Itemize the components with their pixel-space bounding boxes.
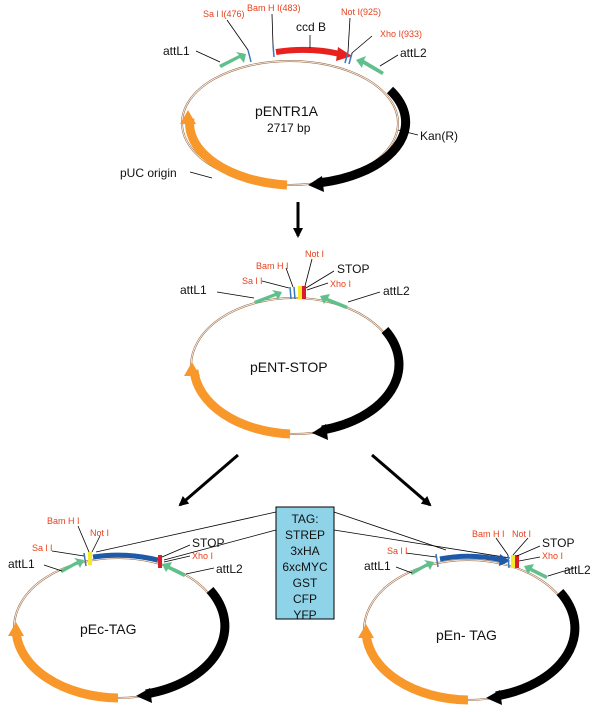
kan-segment — [495, 589, 580, 701]
ori-arrowhead — [358, 624, 374, 638]
tag-orf-segment — [92, 552, 159, 563]
site-bamhi-label: Bam H I — [47, 516, 80, 526]
tag-orf-arrowhead — [499, 554, 510, 566]
plasmid-name: pEn- TAG — [436, 627, 497, 643]
attL1-arrow — [410, 560, 434, 575]
site-bamhi-label: Bam H I — [256, 261, 289, 271]
attL1-label: attL1 — [364, 559, 391, 573]
site-xhoi-label: Xho I — [192, 551, 213, 561]
site-xhoi-label: Xho I — [330, 279, 351, 289]
site-bamhi-label: Bam H I — [472, 529, 505, 539]
ccdB-label: ccd B — [296, 20, 326, 34]
ccdB-arrowhead — [336, 47, 352, 61]
plasmid-name: pEc-TAG — [80, 621, 137, 637]
tag-box-frame — [275, 506, 335, 620]
step-arrow-left — [178, 453, 239, 507]
tag-item: CFP — [293, 592, 317, 606]
attL2-arrow — [524, 564, 548, 579]
stop-label: STOP — [337, 262, 369, 276]
plasmid-pec-tag: Sa l I Bam H I Not I Xho I STOP attL1 at… — [8, 516, 243, 703]
site-sall-label: Sa l I — [387, 546, 408, 556]
stop-label: STOP — [542, 536, 574, 550]
tag-item: STREP — [285, 528, 325, 542]
plasmid-pentr1a: Sa l I(476) Bam H I(483) Not I(925) Xho … — [120, 3, 458, 192]
attL1-label: attL1 — [163, 44, 190, 58]
site-noti-label: Not I — [305, 249, 324, 259]
kan-label: Kan(R) — [420, 129, 458, 143]
sall-tick — [247, 49, 252, 63]
pUC-origin-segment — [361, 631, 469, 705]
ori-label: pUC origin — [120, 166, 177, 180]
tag-item: 6xcMYC — [282, 560, 328, 574]
ccdB-segment — [275, 46, 341, 57]
pUC-origin-segment — [189, 369, 291, 439]
kan-arrowhead — [136, 688, 152, 703]
attL1-label: attL1 — [180, 283, 207, 297]
bamhi-tick — [272, 44, 275, 58]
attL2-arrow — [162, 562, 186, 577]
site-noti-label: Not I — [512, 529, 531, 539]
tag-item: GST — [293, 576, 318, 590]
site-noti-label: Not I — [90, 528, 109, 538]
attL2-label: attL2 — [383, 284, 410, 298]
attL2-label: attL2 — [564, 563, 591, 577]
attL2-arrow — [320, 294, 348, 309]
site-sall-label: Sa l I(476) — [203, 9, 245, 19]
step-arrow-right — [371, 453, 432, 507]
stop-label: STOP — [192, 536, 224, 550]
site-xhoi-label: Xho I(933) — [380, 29, 422, 39]
site-sall-label: Sa l I — [32, 543, 53, 553]
ori-arrowhead — [180, 110, 196, 124]
stop-marker — [158, 555, 162, 568]
ori-arrowhead — [8, 622, 24, 636]
plasmid-name: pENTR1A — [255, 103, 319, 119]
plasmid-name: pENT-STOP — [250, 359, 328, 375]
tag-box: TAG: STREP 3xHA 6xcMYC GST CFP YFP — [95, 506, 511, 622]
pUC-origin-segment — [185, 117, 288, 190]
tag-item: YFP — [293, 608, 316, 622]
tag-item: 3xHA — [290, 544, 319, 558]
site-xhoi-label: Xho I — [542, 551, 563, 561]
kan-arrowhead — [486, 690, 502, 705]
attL2-arrow — [356, 56, 384, 75]
attL1-label: attL1 — [8, 557, 35, 571]
kan-segment — [321, 327, 404, 435]
site-sall-label: Sa l I — [242, 276, 263, 286]
kan-arrowhead — [308, 176, 324, 192]
attL1-arrow — [254, 290, 282, 304]
stop-marker — [298, 286, 302, 299]
xhoi-tick — [348, 52, 353, 65]
attL1-arrow — [60, 558, 84, 573]
pUC-origin-segment — [11, 629, 119, 703]
attL2-label: attL2 — [216, 562, 243, 576]
attL1-arrow — [219, 52, 246, 68]
ori-arrowhead — [184, 362, 200, 376]
tag-box-title: TAG: — [291, 512, 318, 526]
kan-segment — [145, 587, 230, 699]
kan-segment — [317, 86, 411, 188]
plasmid-pent-stop: Sa l I Bam H I Not I Xho I STOP attL1 at… — [180, 249, 410, 440]
attL2-label: attL2 — [400, 46, 427, 60]
site-noti-label: Not I(925) — [341, 7, 381, 17]
bamhi-marker — [88, 552, 92, 565]
plasmid-pen-tag: Sa l I Bam H I Not I Xho I STOP attL1 at… — [358, 529, 591, 705]
noti-tick — [344, 51, 349, 64]
stop-marker — [511, 555, 515, 568]
site-bamhi-label: Bam H I(483) — [247, 3, 301, 13]
tag-orf-segment — [439, 553, 503, 563]
plasmid-size: 2717 bp — [267, 121, 311, 135]
kan-arrowhead — [312, 424, 328, 440]
